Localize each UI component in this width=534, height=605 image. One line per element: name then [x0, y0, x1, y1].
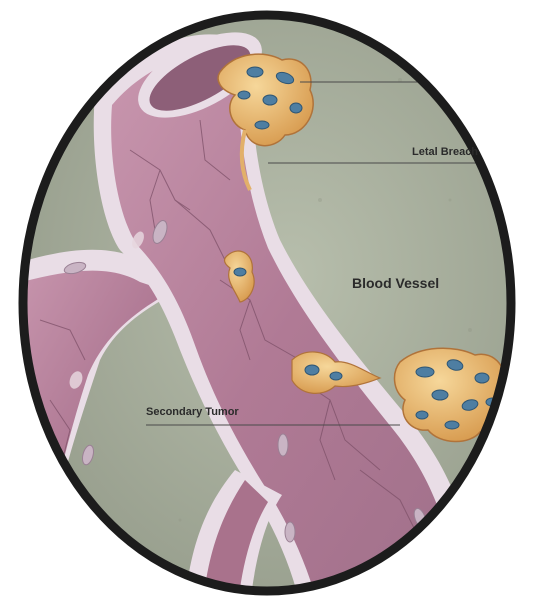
blood-vessel-label: Blood Vessel — [352, 276, 439, 290]
secondary-tumor-label: Secondary Tumor — [146, 407, 239, 418]
lateral-breach-label: Letal Breach — [412, 147, 478, 158]
